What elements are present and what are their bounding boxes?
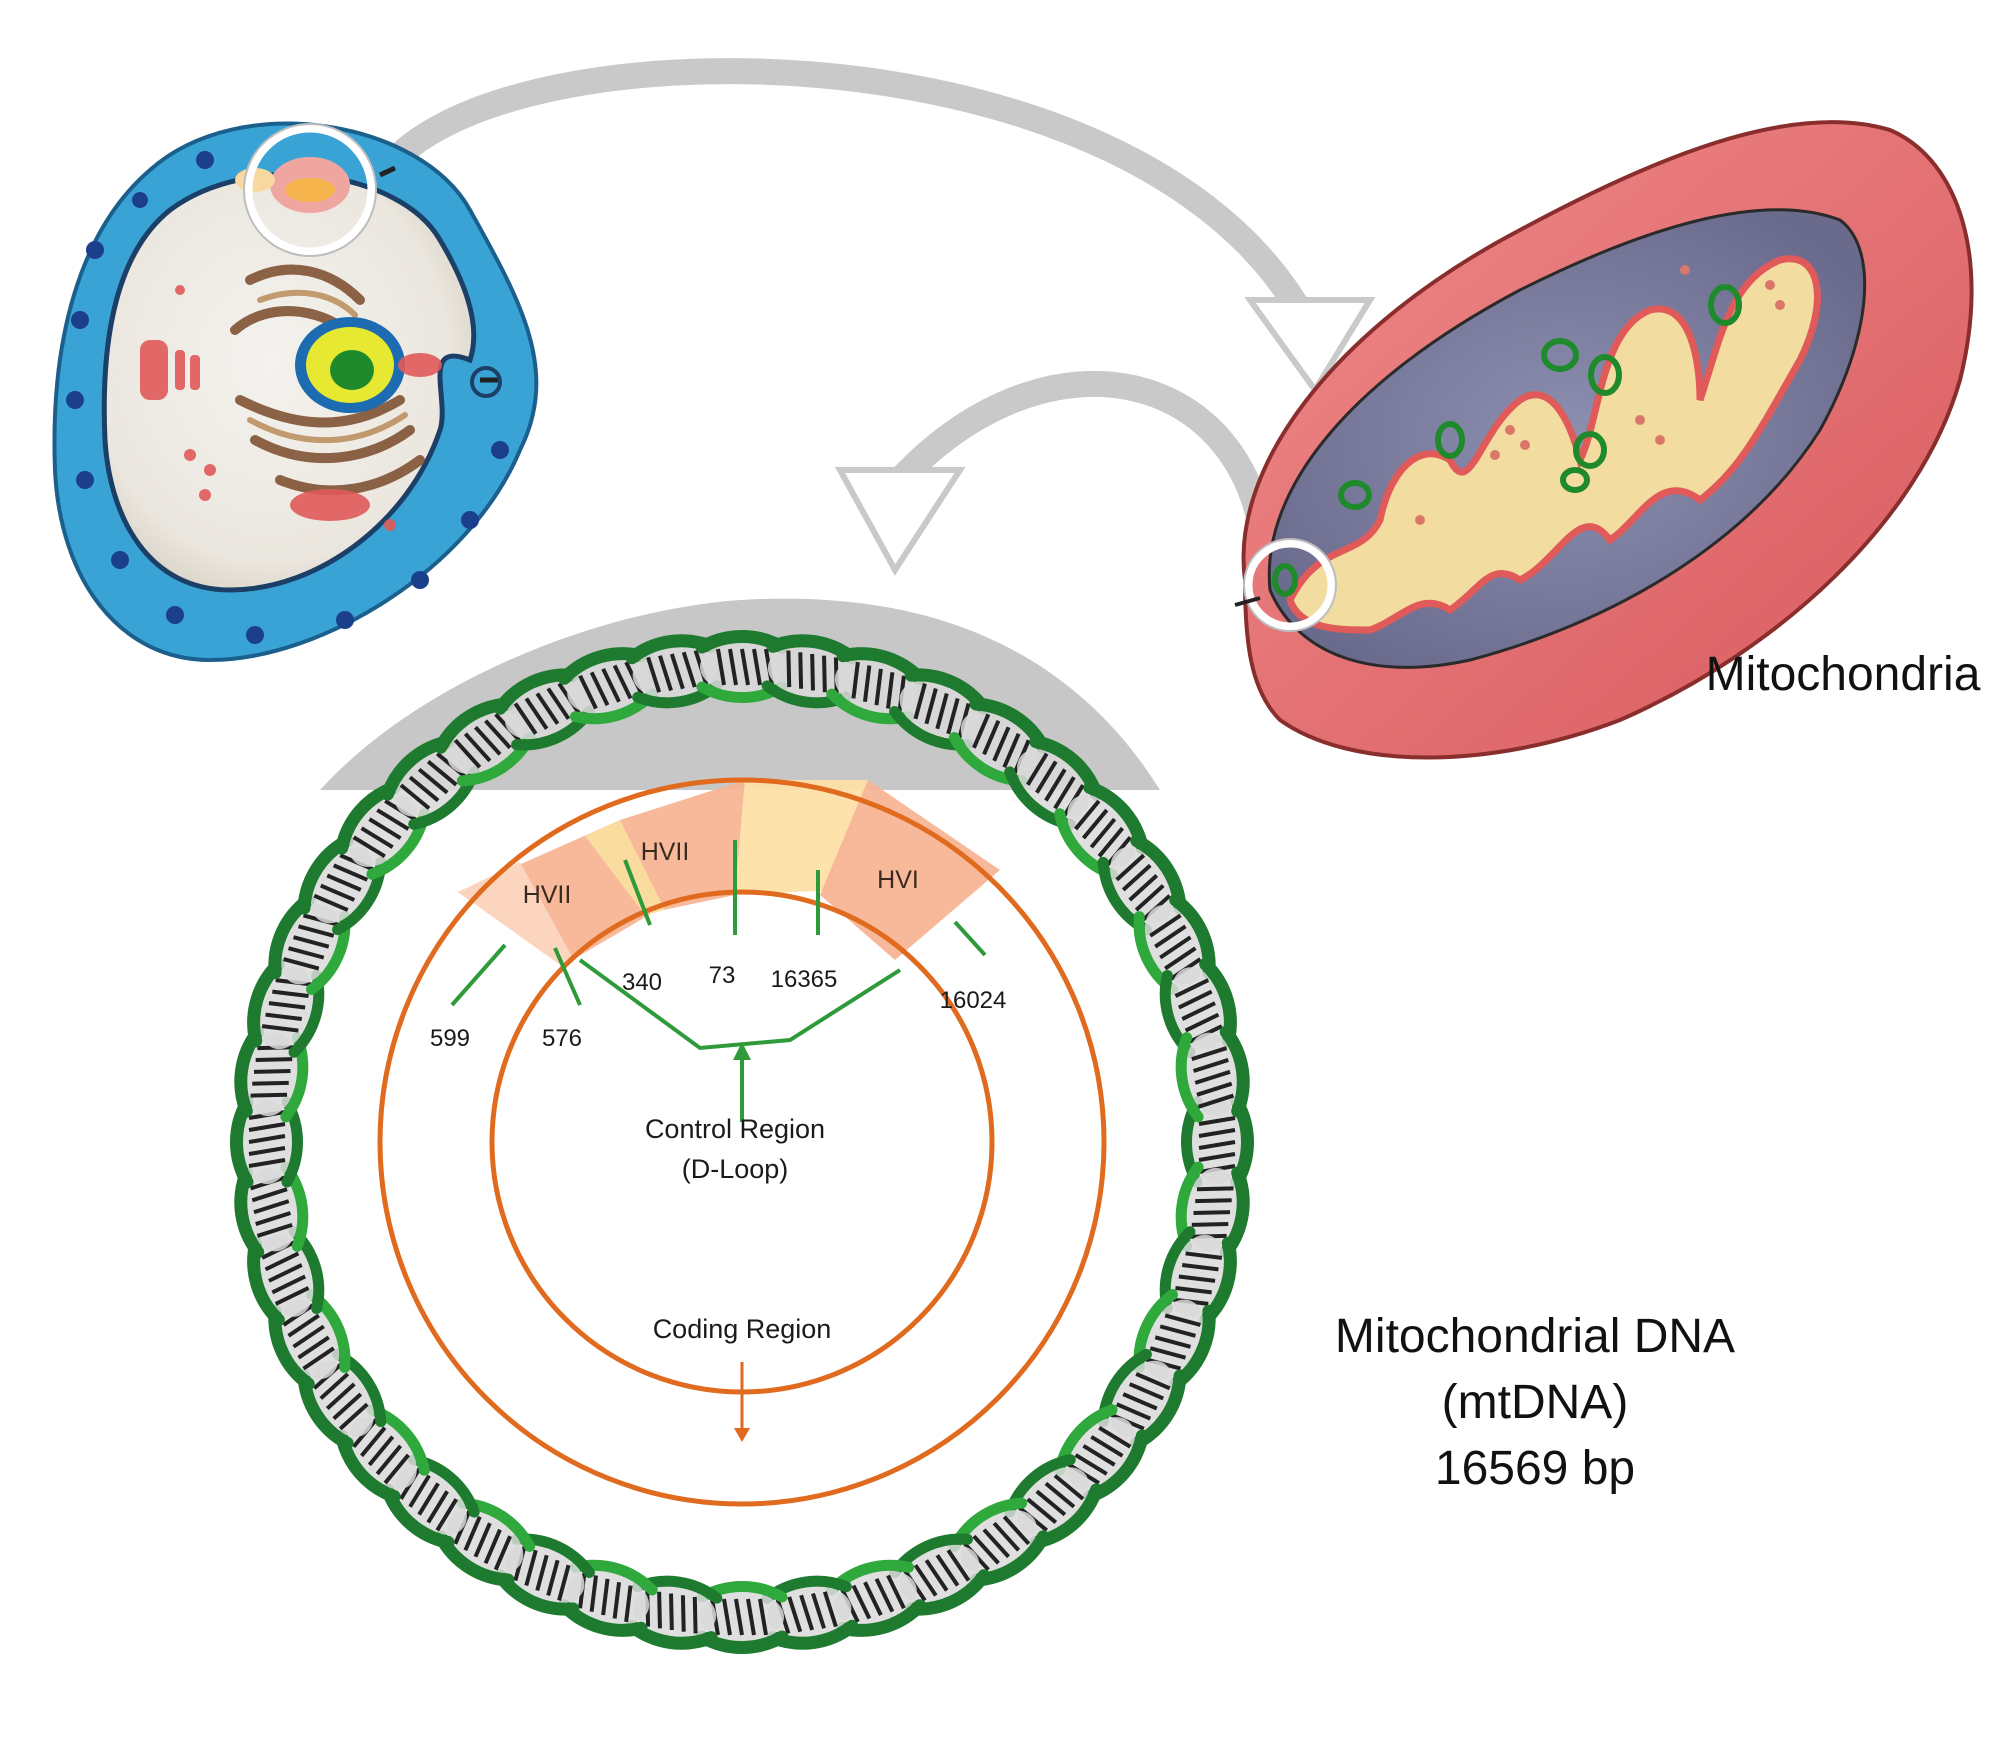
arrowhead-to-dna (834, 467, 966, 576)
mitochondria-zoom-circle (1243, 538, 1337, 632)
position-16024: 16024 (940, 987, 1007, 1014)
d-loop-label: (D-Loop) (682, 1154, 789, 1184)
control-region-arrowhead (733, 1042, 751, 1060)
helix-segment (948, 1497, 1050, 1587)
mitochondria-label: Mitochondria (1706, 648, 1981, 701)
position-576: 576 (542, 1025, 582, 1052)
mitochondria-to-dna-arrow (887, 371, 1278, 568)
position-599: 599 (430, 1025, 470, 1052)
hv-label-middle: HVII (641, 838, 690, 866)
coding-region-label: Coding Region (653, 1314, 832, 1344)
cell-to-mitochondria-arrow (367, 58, 1323, 343)
mitochondria-illustration (1234, 120, 1974, 760)
position-16365: 16365 (771, 966, 838, 993)
position-340: 340 (622, 969, 662, 996)
cell-zoom-circle (243, 123, 377, 257)
control-region-label: Control Region (645, 1114, 825, 1144)
hvii-wedge-inner (620, 780, 745, 912)
coding-region-arrowhead (734, 1428, 750, 1442)
animal-cell-illustration (52, 121, 539, 663)
mtdna-title-line1: Mitochondrial DNA (1335, 1310, 1735, 1363)
helix-segment (1159, 1226, 1237, 1327)
hv-label-right: HVI (877, 866, 919, 894)
helix-segment (1175, 1025, 1250, 1123)
position-marker-lines (450, 840, 987, 1122)
arrowhead-to-mitochondria (1244, 297, 1376, 396)
helix-segment (493, 1533, 595, 1616)
outer-region-ring (377, 777, 1107, 1507)
hypervariable-wedges (458, 780, 1000, 966)
hvi-wedge (820, 780, 1000, 960)
mtdna-title-line2: (mtDNA) (1442, 1376, 1629, 1429)
position-73: 73 (709, 962, 736, 989)
hv-label-left: HVII (523, 881, 572, 909)
mtdna-title-line3: 16569 bp (1435, 1442, 1635, 1495)
dna-helix-ring (230, 630, 1254, 1654)
control-region-bracket (578, 958, 902, 1051)
hvii-wedge-highlight (585, 820, 665, 915)
